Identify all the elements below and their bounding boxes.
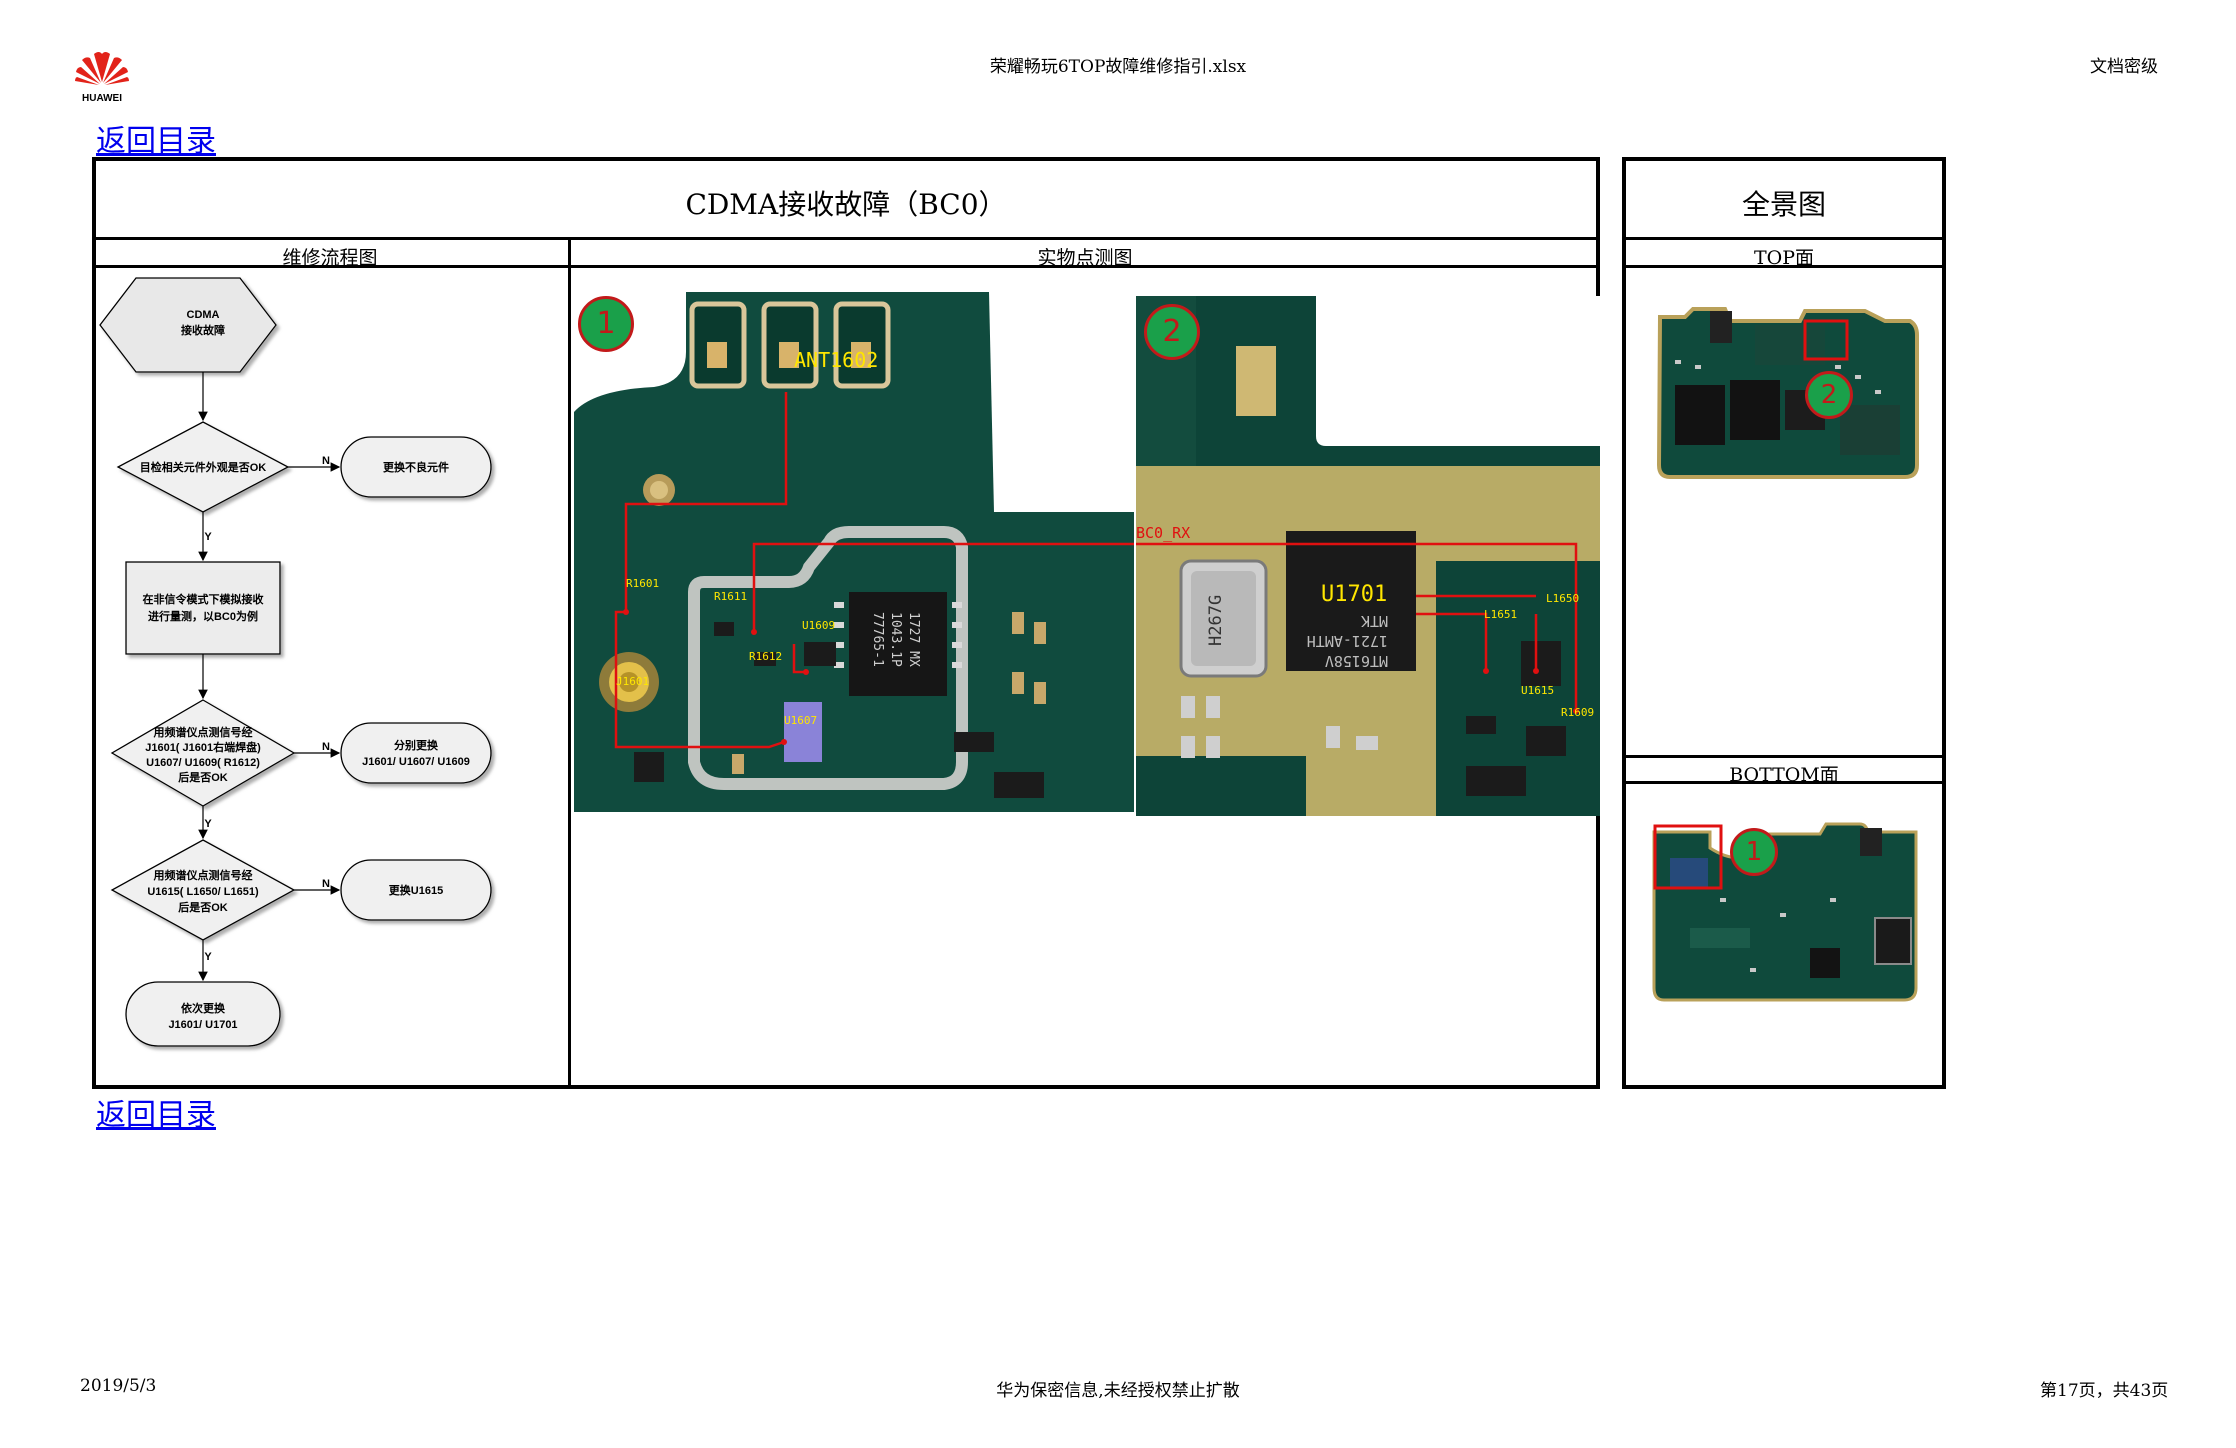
back-to-index-link-bottom[interactable]: 返回目录: [96, 1098, 216, 1133]
pcb-photo-1: 77765-1 1043.1P 1727 MX ANT1602 R1601 R1…: [574, 292, 1134, 812]
huawei-logo: HUAWEI: [75, 52, 129, 104]
marker-1: 1: [578, 296, 634, 352]
r1611-label: R1611: [714, 590, 747, 603]
end-text-1: 依次更换: [181, 1001, 226, 1015]
footer-confidential: 华为保密信息,未经授权禁止扩散: [996, 1381, 1240, 1401]
yes-label-1: Y: [204, 531, 212, 543]
chip2-marking-2: 1721-AMTH: [1307, 632, 1388, 650]
l1651-label: L1651: [1484, 608, 1517, 621]
no-label-2: N: [322, 741, 330, 753]
action3-text: 更换U1615: [389, 883, 443, 897]
panorama-top-marker: 2: [1805, 371, 1853, 419]
r1609-label: R1609: [1561, 706, 1594, 719]
u1615-label: U1615: [1521, 684, 1554, 697]
start-node: [99, 277, 277, 373]
process1-text-1: 在非信令模式下模拟接收: [143, 592, 264, 606]
decision2-text-3: U1607/ U1609( R1612): [146, 757, 260, 769]
chip2-marking-3: MTK: [1361, 612, 1388, 630]
decision2-text-2: J1601( J1601右端焊盘): [145, 740, 261, 754]
photo-column-header: 实物点测图: [1037, 247, 1133, 269]
chip2-marking-1: MT6158V: [1325, 652, 1388, 670]
panorama-title: 全景图: [1741, 188, 1826, 221]
crystal-marking: H267G: [1206, 595, 1226, 646]
chip1-marking-2: 1043.1P: [888, 612, 903, 667]
decision3-text-1: 用频谱仪点测信号经: [154, 868, 253, 882]
document-title: 荣耀畅玩6TOP故障维修指引.xlsx: [989, 57, 1247, 77]
panorama-bottom-photo: 1: [1650, 818, 1922, 1004]
end-text-2: J1601/ U1701: [168, 1019, 237, 1031]
r1601-label: R1601: [626, 577, 659, 590]
ant1602-label: ANT1602: [794, 348, 878, 372]
panorama-top-photo: 2: [1655, 305, 1920, 483]
bc0-rx-net-label: BC0_RX: [1136, 524, 1190, 542]
classification-label: 文档密级: [2090, 57, 2158, 77]
chip1-marking-1: 77765-1: [870, 612, 885, 667]
chip1-marking-3: 1727 MX: [906, 612, 921, 667]
u1607-label: U1607: [784, 714, 817, 727]
decision2-text-4: 后是否OK: [178, 770, 228, 784]
l1650-label: L1650: [1546, 592, 1579, 605]
action2-text-2: J1601/ U1607/ U1609: [362, 756, 470, 768]
decision3-text-2: U1615( L1650/ L1651): [147, 886, 259, 898]
bottom-face-header: BOTTOM面: [1729, 764, 1839, 786]
action-node-3: [340, 859, 492, 921]
decision2-text-1: 用频谱仪点测信号经: [154, 725, 253, 739]
start-text-2: 接收故障: [181, 323, 225, 337]
yes-label-2: Y: [204, 818, 212, 830]
panorama-table: [1622, 157, 1946, 1089]
r1612-label: R1612: [749, 650, 782, 663]
brand-text: HUAWEI: [82, 93, 122, 104]
table-title: CDMA接收故障（BC0）: [685, 188, 1007, 221]
back-to-index-link[interactable]: 返回目录: [96, 124, 216, 159]
u1609-label: U1609: [802, 619, 835, 632]
no-label-3: N: [322, 878, 330, 890]
flowchart-column-header: 维修流程图: [282, 247, 378, 269]
marker-2: 2: [1144, 304, 1200, 360]
u1701-label: U1701: [1321, 582, 1387, 607]
no-label-1: N: [322, 455, 330, 467]
yes-label-3: Y: [204, 951, 212, 963]
start-text-1: CDMA: [187, 309, 220, 321]
end-node: [125, 981, 281, 1047]
process-node-1: [125, 561, 281, 655]
j1601-label: J1601: [616, 675, 649, 688]
decision1-text: 目检相关元件外观是否OK: [140, 460, 267, 474]
process1-text-2: 进行量测，以BC0为例: [148, 609, 258, 623]
pcb-photo-2: H267G MT6158V 1721-AMTH MTK BC0_RX U1701…: [1136, 296, 1600, 816]
repair-flowchart: CDMA 接收故障 目检相关元件外观是否OK 更换不良元件 在非信令模式下模拟接…: [99, 277, 492, 1047]
action-node-1: [340, 436, 492, 498]
footer-page-number: 第17页，共43页: [2040, 1381, 2169, 1401]
top-face-header: TOP面: [1753, 247, 1815, 269]
action-node-2: [340, 722, 492, 784]
footer-date: 2019/5/3: [80, 1376, 157, 1396]
action1-text: 更换不良元件: [383, 460, 449, 474]
action2-text-1: 分别更换: [394, 738, 439, 752]
decision3-text-3: 后是否OK: [178, 900, 228, 914]
panorama-bottom-marker: 1: [1730, 828, 1778, 876]
